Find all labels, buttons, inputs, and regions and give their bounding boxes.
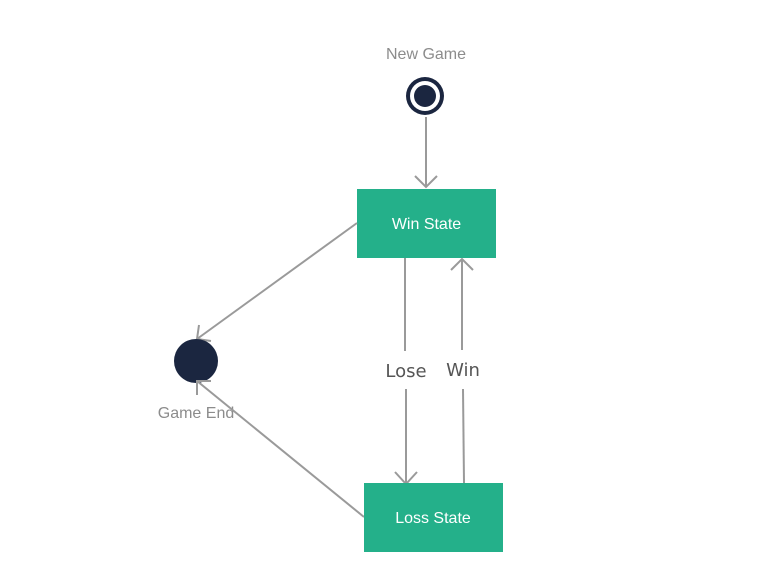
initial-state-icon[interactable]: [406, 77, 444, 115]
edge-win-to-end: [195, 222, 358, 342]
win-state-label: Win State: [392, 216, 461, 233]
edge-label-win: Win: [446, 360, 480, 381]
loss-state-node[interactable]: Loss State: [364, 483, 503, 552]
edge-start-to-win: [414, 117, 438, 189]
win-state-node[interactable]: Win State: [357, 189, 496, 258]
edge-label-lose: Lose: [385, 361, 426, 382]
end-label: Game End: [158, 405, 234, 422]
start-label: New Game: [386, 46, 466, 63]
edge-win: [450, 257, 474, 484]
edge-loss-to-end: [196, 380, 365, 518]
final-state-icon[interactable]: [174, 339, 218, 383]
loss-state-label: Loss State: [395, 510, 471, 527]
